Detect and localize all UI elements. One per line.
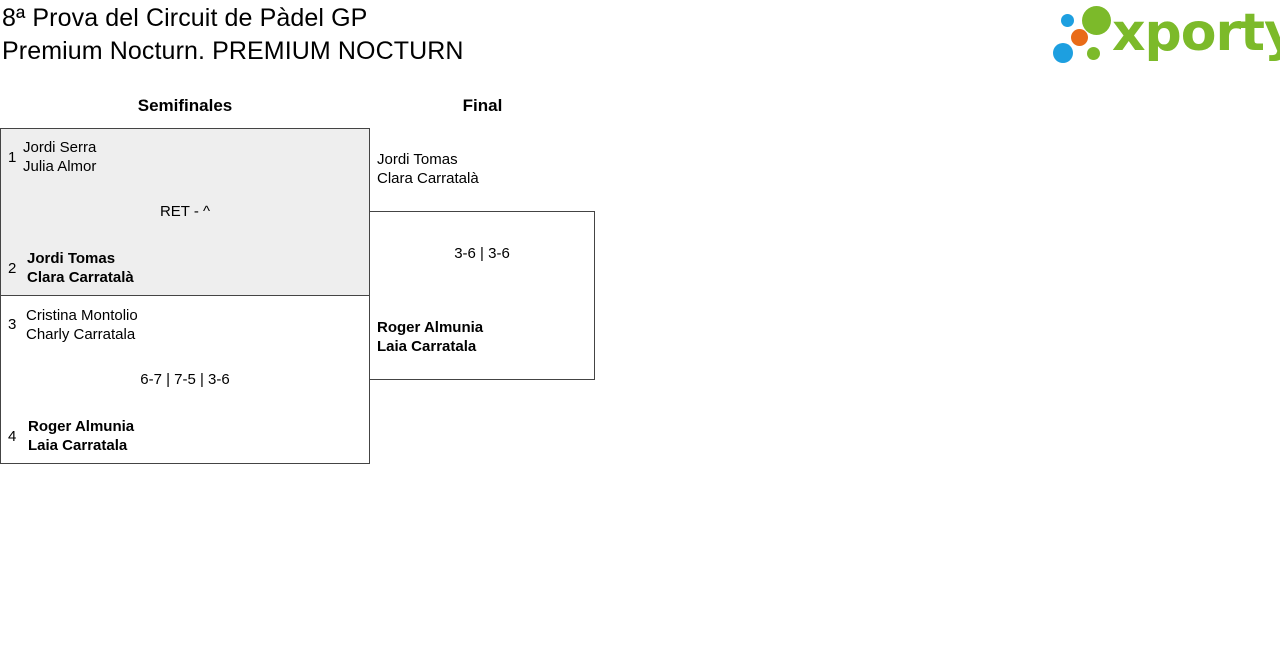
round-header-semifinals: Semifinales bbox=[137, 96, 233, 115]
xporty-logo[interactable]: xporty bbox=[1050, 3, 1280, 67]
match-score: RET - ^ bbox=[159, 203, 211, 220]
player-name: Roger Almunia bbox=[28, 418, 135, 435]
title-line-2: Premium Nocturn. PREMIUM NOCTURN bbox=[2, 37, 464, 65]
logo-dot-orange-icon bbox=[1071, 29, 1088, 46]
logo-dot-green-small-icon bbox=[1087, 47, 1100, 60]
final-match[interactable]: 3-6 | 3-6 Roger Almunia Laia Carratala bbox=[369, 211, 595, 380]
player-name: Laia Carratala bbox=[28, 437, 128, 454]
player-name: Julia Almor bbox=[23, 158, 97, 175]
match-score: 6-7 | 7-5 | 3-6 bbox=[140, 371, 230, 388]
logo-dot-blue-large-icon bbox=[1053, 43, 1073, 63]
final-team-top[interactable]: Jordi Tomas Clara Carratalà bbox=[377, 150, 479, 188]
seed-number: 3 bbox=[8, 316, 17, 333]
player-name: Laia Carratala bbox=[377, 338, 477, 355]
player-name: Jordi Tomas bbox=[27, 250, 116, 267]
title-line-1: 8ª Prova del Circuit de Pàdel GP bbox=[2, 4, 368, 32]
team-top[interactable]: Cristina Montolio Charly Carratala bbox=[26, 306, 138, 344]
player-name: Cristina Montolio bbox=[26, 307, 138, 324]
final-team-bottom-winner[interactable]: Roger Almunia Laia Carratala bbox=[377, 318, 483, 356]
page-title: 8ª Prova del Circuit de Pàdel GP Premium… bbox=[2, 2, 464, 68]
player-name: Clara Carratalà bbox=[27, 269, 134, 286]
team-bottom-winner[interactable]: Roger Almunia Laia Carratala bbox=[28, 417, 134, 455]
match-score: 3-6 | 3-6 bbox=[454, 245, 510, 262]
player-name: Clara Carratalà bbox=[377, 170, 479, 187]
semifinal-match-1[interactable]: 1 Jordi Serra Julia Almor RET - ^ 2 Jord… bbox=[0, 128, 370, 296]
player-name: Roger Almunia bbox=[377, 319, 484, 336]
logo-wordmark: xporty bbox=[1112, 3, 1280, 63]
logo-dot-blue-small-icon bbox=[1061, 14, 1074, 27]
player-name: Jordi Tomas bbox=[377, 151, 458, 168]
round-header-final: Final bbox=[462, 96, 503, 115]
player-name: Charly Carratala bbox=[26, 326, 136, 343]
logo-dot-green-large-icon bbox=[1082, 6, 1111, 35]
semifinal-match-2[interactable]: 3 Cristina Montolio Charly Carratala 6-7… bbox=[0, 295, 370, 464]
team-top[interactable]: Jordi Serra Julia Almor bbox=[23, 138, 96, 176]
player-name: Jordi Serra bbox=[23, 139, 97, 156]
team-bottom-winner[interactable]: Jordi Tomas Clara Carratalà bbox=[27, 249, 134, 287]
seed-number: 4 bbox=[8, 428, 17, 445]
seed-number: 2 bbox=[8, 260, 17, 277]
seed-number: 1 bbox=[8, 149, 17, 166]
